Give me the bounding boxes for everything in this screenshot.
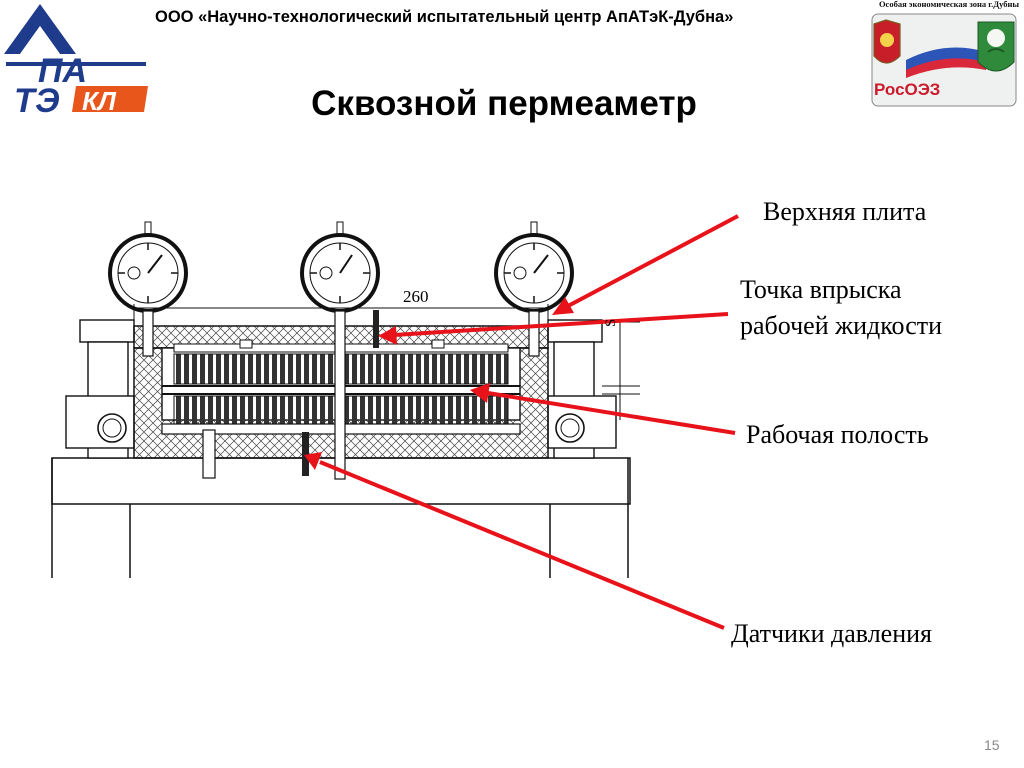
callout-arrows [304,214,739,630]
outlet-fitting [202,429,216,479]
sez-brand-label: РосОЭЗ [874,80,941,99]
dimension-label: 260 [403,287,429,306]
label-pressure-sensors: Датчики давления [731,619,933,648]
label-top-plate: Верхняя плита [763,197,927,226]
label-injection-point-line2: рабочей жидкости [740,311,943,340]
side-dimension-label: S [603,318,619,327]
right-support [547,319,617,459]
apatek-logo: ПА ТЭ КЛ [4,4,148,116]
sez-caption: Особая экономическая зона г.Дубны [878,0,1020,9]
injection-port [373,310,379,348]
page-title: Сквозной пермеаметр [311,84,697,123]
pressure-sensor [302,432,309,476]
svg-text:ТЭ: ТЭ [14,82,60,116]
dimension-260 [133,304,549,326]
svg-text:КЛ: КЛ [82,86,117,116]
company-name: ООО «Научно-технологический испытательны… [155,8,734,26]
page-number: 15 [984,737,1000,753]
label-injection-point-line1: Точка впрыска [740,275,902,304]
dial-gauge-center [300,221,380,480]
left-support [65,319,135,459]
label-injection-point: Точка впрыска рабочей жидкости [740,272,942,344]
label-working-cavity: Рабочая полость [746,420,929,449]
svg-text:ПА: ПА [38,52,87,90]
dial-gauge-right [494,221,574,357]
sez-dubna-logo [866,0,1022,110]
dial-gauge-left [108,221,188,357]
